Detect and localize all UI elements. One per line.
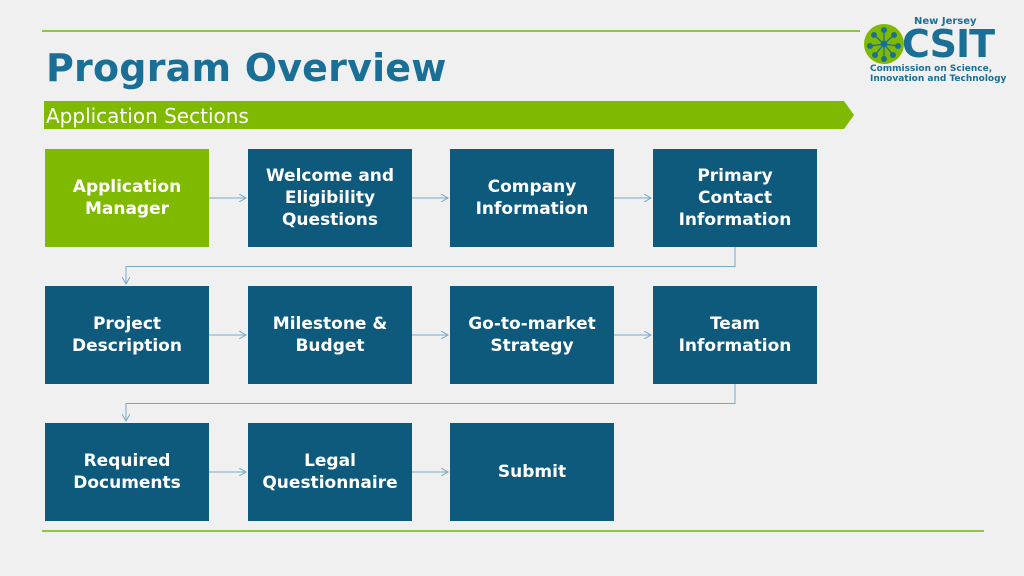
logo-tagline-1: Commission on Science,: [870, 64, 993, 74]
step-primary-contact[interactable]: Primary Contact Information: [653, 149, 817, 247]
step-required-documents[interactable]: Required Documents: [45, 423, 209, 521]
subtitle-banner-arrow: [844, 101, 854, 129]
step-go-to-market[interactable]: Go-to-market Strategy: [450, 286, 614, 384]
connector-arrow-7: [126, 384, 736, 421]
connector-arrow-3: [126, 247, 736, 284]
step-application-manager[interactable]: Application Manager: [45, 149, 209, 247]
bottom-divider: [42, 530, 984, 532]
top-divider: [42, 30, 860, 32]
step-legal-questionnaire[interactable]: Legal Questionnaire: [248, 423, 412, 521]
subtitle-banner: [44, 101, 844, 129]
step-project-description[interactable]: Project Description: [45, 286, 209, 384]
page-subtitle: Application Sections: [46, 104, 249, 128]
step-milestone-budget[interactable]: Milestone & Budget: [248, 286, 412, 384]
logo-top-text: New Jersey: [914, 16, 977, 27]
step-company-information[interactable]: Company Information: [450, 149, 614, 247]
step-submit[interactable]: Submit: [450, 423, 614, 521]
logo-tagline-2: Innovation and Technology: [870, 74, 1007, 84]
step-welcome-eligibility[interactable]: Welcome and Eligibility Questions: [248, 149, 412, 247]
page-title: Program Overview: [46, 46, 447, 90]
logo-network-icon: [864, 24, 904, 64]
logo-main-text: CSIT: [902, 22, 995, 66]
step-team-information[interactable]: Team Information: [653, 286, 817, 384]
csit-logo: New Jersey CSIT Commission on Science, I…: [862, 16, 1008, 86]
